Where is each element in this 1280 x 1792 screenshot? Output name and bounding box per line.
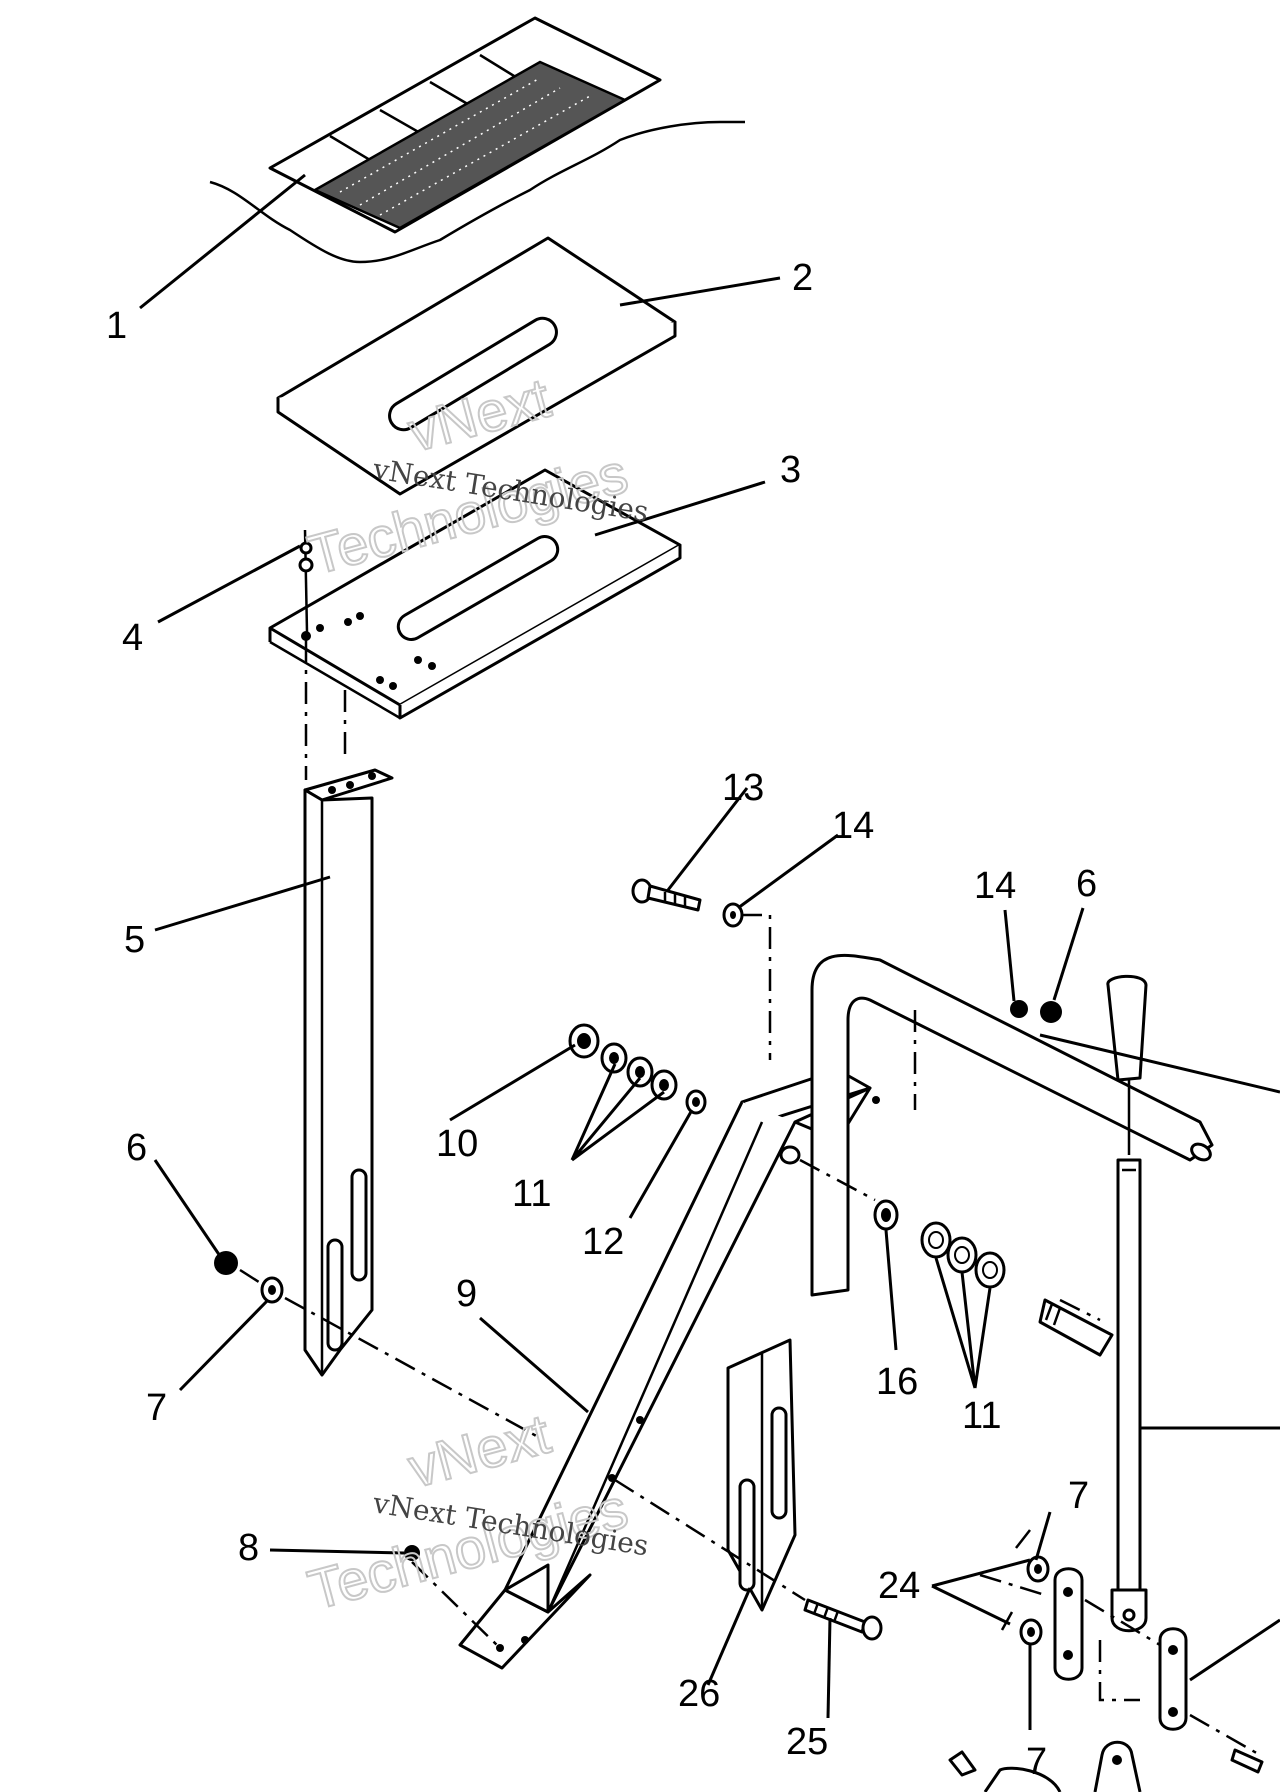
label-7-lower-right: 7: [1026, 1741, 1047, 1783]
bottom-linkage: [948, 1740, 1264, 1792]
leader-lines: [139, 173, 1085, 1730]
part-1-floor-mat: [209, 16, 745, 264]
mat-texture: [312, 60, 628, 230]
label-26: 26: [678, 1673, 720, 1715]
part-13-bolt: [631, 878, 702, 912]
part-11-washers-upper: [600, 1042, 678, 1101]
label-7-left: 7: [146, 1387, 167, 1429]
part-16-washer: [873, 1199, 899, 1231]
bent-tube: [810, 953, 1214, 1297]
label-14-right: 14: [974, 865, 1016, 907]
label-6-left: 6: [126, 1127, 147, 1169]
label-12: 12: [582, 1221, 624, 1263]
label-10: 10: [436, 1123, 478, 1165]
part-3-base-plate: [268, 468, 682, 720]
part-26-slotted-bracket: [726, 1338, 797, 1612]
label-5: 5: [124, 919, 145, 961]
part-12-washer: [685, 1089, 707, 1115]
label-14-top: 14: [832, 805, 874, 847]
label-1: 1: [106, 305, 127, 347]
svg-text:vNext: vNext: [402, 1402, 557, 1500]
part-4-screw: [298, 529, 314, 633]
part-6-nut-right: [1040, 1001, 1062, 1023]
part-7-washer-left: [260, 1276, 284, 1304]
label-2: 2: [792, 257, 813, 299]
part-8-screw: [404, 1545, 420, 1561]
label-13: 13: [722, 767, 764, 809]
part-10-nut: [568, 1023, 600, 1059]
part-7-washers-right: [1019, 1555, 1050, 1646]
pivot-pin: [1038, 1298, 1114, 1357]
part-5-support-bar: [303, 768, 394, 1377]
label-3: 3: [780, 449, 801, 491]
label-11-upper: 11: [512, 1173, 551, 1215]
label-24: 24: [878, 1565, 920, 1607]
part-14-washer-right: [1010, 1000, 1028, 1018]
part-2-top-plate: [276, 236, 677, 496]
part-6-nut-left: [214, 1251, 238, 1275]
label-11-lower: 11: [962, 1395, 1001, 1437]
label-8: 8: [238, 1527, 259, 1569]
callout-labels: 1 2 3 4 5 6 6 7 7 7 8 9 10 11 11 12 13 1…: [106, 257, 1097, 1783]
label-7-upper-right: 7: [1068, 1475, 1089, 1517]
label-9: 9: [456, 1273, 477, 1315]
part-25-bolt: [803, 1598, 883, 1641]
shift-lever: [1106, 974, 1148, 1633]
part-11-washers-lower: [920, 1221, 1006, 1289]
part-14-washer-top: [722, 902, 744, 928]
base-plate-slot: [396, 535, 560, 641]
label-25: 25: [786, 1721, 828, 1763]
label-4: 4: [122, 617, 143, 659]
top-plate-slot: [388, 316, 558, 432]
part-24-links: [1000, 1529, 1188, 1731]
label-6-right: 6: [1076, 863, 1097, 905]
label-16: 16: [876, 1361, 918, 1403]
